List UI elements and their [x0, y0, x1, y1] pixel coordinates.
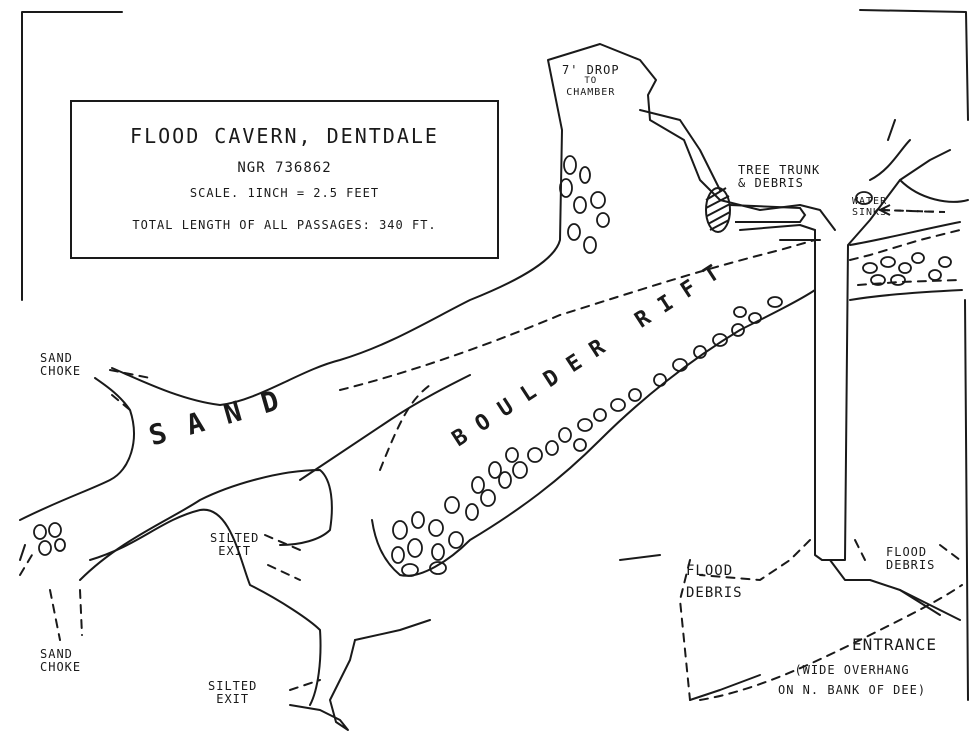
frame-top-left — [21, 11, 123, 301]
label-sand-choke-top: SAND CHOKE — [40, 351, 82, 379]
cave-wall — [289, 639, 356, 731]
cave-wall — [829, 559, 941, 616]
dashed-edge — [339, 239, 816, 391]
dashed-edge — [79, 589, 83, 636]
cave-wall — [899, 589, 961, 621]
label-silted-exit-1: SILTED EXIT — [210, 531, 260, 559]
cave-wall — [849, 221, 961, 246]
label-flood-debris-left: FLOOD DEBRIS — [686, 563, 743, 602]
dashed-edge — [699, 539, 811, 582]
dashed-edge — [854, 539, 866, 561]
boulder-cluster — [559, 155, 610, 254]
dashed-edge — [264, 534, 301, 551]
cave-wall — [19, 544, 26, 561]
label-sand-choke-bottom: SAND CHOKE — [40, 647, 82, 675]
label-tree-trunk: TREE TRUNK & DEBRIS — [738, 163, 821, 191]
total-length: TOTAL LENGTH OF ALL PASSAGES: 340 FT. — [132, 218, 437, 232]
label-water-sinks: WATER SINKS — [852, 196, 888, 218]
cave-wall — [19, 377, 135, 521]
label-entrance-note: (WIDE OVERHANG ON N. BANK OF DEE) — [778, 663, 927, 698]
cave-wall — [869, 139, 911, 181]
grid-reference: NGR 736862 — [237, 160, 332, 176]
dashed-edge — [678, 559, 691, 701]
dashed-edge — [289, 679, 321, 691]
cave-wall — [89, 508, 322, 706]
cave-wall — [79, 469, 333, 581]
boulder-cluster — [391, 296, 783, 577]
dashed-edge — [699, 584, 963, 701]
tree-trunk-icon — [705, 187, 807, 233]
boulder-cluster — [862, 252, 952, 286]
map-title: FLOOD CAVERN, DENTDALE — [130, 124, 439, 148]
dashed-edge — [849, 229, 961, 261]
cave-wall — [639, 109, 721, 191]
map-scale: SCALE. 1INCH = 2.5 FEET — [189, 186, 380, 200]
boulder — [855, 191, 873, 205]
cave-wall — [299, 374, 471, 481]
boulder-cluster — [33, 522, 66, 556]
cave-wall — [849, 289, 963, 301]
cave-wall — [371, 289, 816, 577]
cave-wall — [689, 674, 761, 701]
dashed-edge — [267, 564, 301, 581]
label-drop: 7' DROP TO CHAMBER — [562, 63, 620, 99]
dashed-edge — [111, 394, 131, 411]
dashed-edge — [49, 589, 61, 641]
dashed-edge — [379, 384, 431, 471]
label-entrance: ENTRANCE — [852, 635, 938, 654]
cave-wall — [814, 149, 951, 561]
water-flow-arrow-icon — [877, 204, 946, 216]
frame-right — [964, 299, 969, 701]
cave-wall — [111, 43, 721, 406]
cave-wall — [739, 224, 816, 231]
frame-top-right — [859, 9, 969, 121]
dashed-edge — [939, 544, 961, 561]
label-silted-exit-2: SILTED EXIT — [208, 679, 258, 707]
cave-wall — [354, 619, 431, 641]
cave-wall — [887, 119, 896, 141]
dashed-edge — [109, 369, 151, 379]
cave-wall — [899, 179, 969, 203]
dashed-edge — [857, 279, 961, 286]
label-flood-debris-right: FLOOD DEBRIS — [886, 545, 936, 573]
cave-wall — [619, 554, 661, 561]
dashed-edge — [19, 549, 36, 576]
title-box: FLOOD CAVERN, DENTDALE NGR 736862 SCALE.… — [70, 100, 499, 259]
